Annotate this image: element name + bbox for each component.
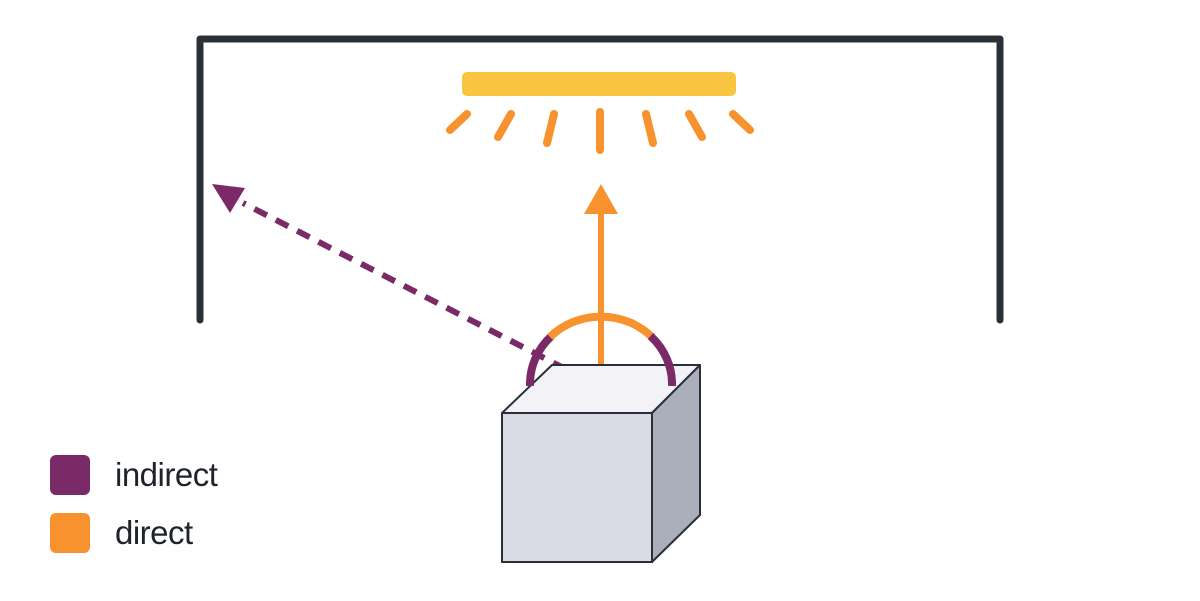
indirect-arrowhead	[212, 184, 245, 213]
room-outline	[196, 35, 1004, 324]
light-rays	[446, 108, 754, 154]
light-ray	[446, 110, 471, 134]
light-ray	[642, 110, 657, 147]
light-ray	[729, 110, 754, 134]
legend-label-direct: direct	[115, 514, 193, 551]
cube	[501, 364, 701, 563]
light-ray	[494, 110, 515, 141]
hemisphere-arc	[525, 312, 677, 387]
ceiling-lamp	[462, 72, 736, 96]
direct-arrowhead	[584, 184, 618, 214]
arc-indirect-right	[647, 333, 677, 387]
legend-item-indirect: indirect	[50, 455, 218, 495]
legend-item-direct: direct	[50, 513, 217, 553]
arc-indirect-left	[525, 333, 555, 387]
legend-swatch-indirect	[50, 455, 90, 495]
light-ray	[685, 110, 706, 141]
legend-label-indirect: indirect	[115, 456, 218, 493]
light-ray	[543, 110, 558, 147]
legend-swatch-direct	[50, 513, 90, 553]
cube-front-face	[501, 412, 653, 563]
legend: indirect direct	[50, 455, 218, 571]
indirect-light-path	[241, 200, 589, 383]
arc-direct	[547, 312, 655, 340]
